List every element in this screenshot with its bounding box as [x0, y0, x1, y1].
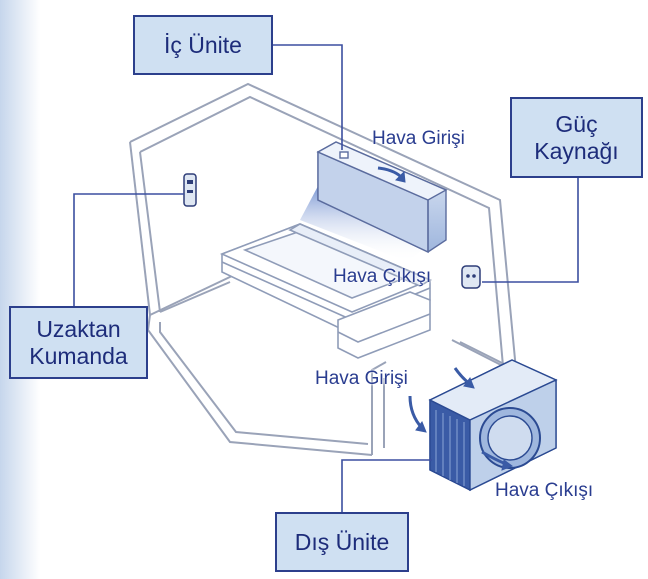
air-inlet-indoor-label: Hava Girişi [372, 128, 465, 150]
outdoor-unit-label: Dış Ünite [275, 512, 409, 572]
remote-control-label: Uzaktan Kumanda [9, 306, 148, 379]
air-outlet-outdoor-label: Hava Çıkışı [495, 480, 593, 502]
remote-control-device [184, 174, 196, 206]
air-inlet-outdoor-label: Hava Girişi [315, 368, 408, 390]
left-shade [0, 0, 40, 579]
air-outlet-indoor-label: Hava Çıkışı [333, 266, 431, 288]
outdoor-unit [430, 360, 556, 490]
power-outlet-device [462, 266, 480, 288]
outdoor-unit-label-text: Dış Ünite [295, 529, 390, 556]
indoor-unit-label: İç Ünite [133, 15, 273, 75]
remote-control-label-text: Uzaktan Kumanda [24, 316, 134, 370]
power-supply-label: Güç Kaynağı [510, 97, 643, 178]
power-supply-label-text: Güç Kaynağı [527, 111, 627, 165]
indoor-unit-label-text: İç Ünite [164, 32, 242, 59]
